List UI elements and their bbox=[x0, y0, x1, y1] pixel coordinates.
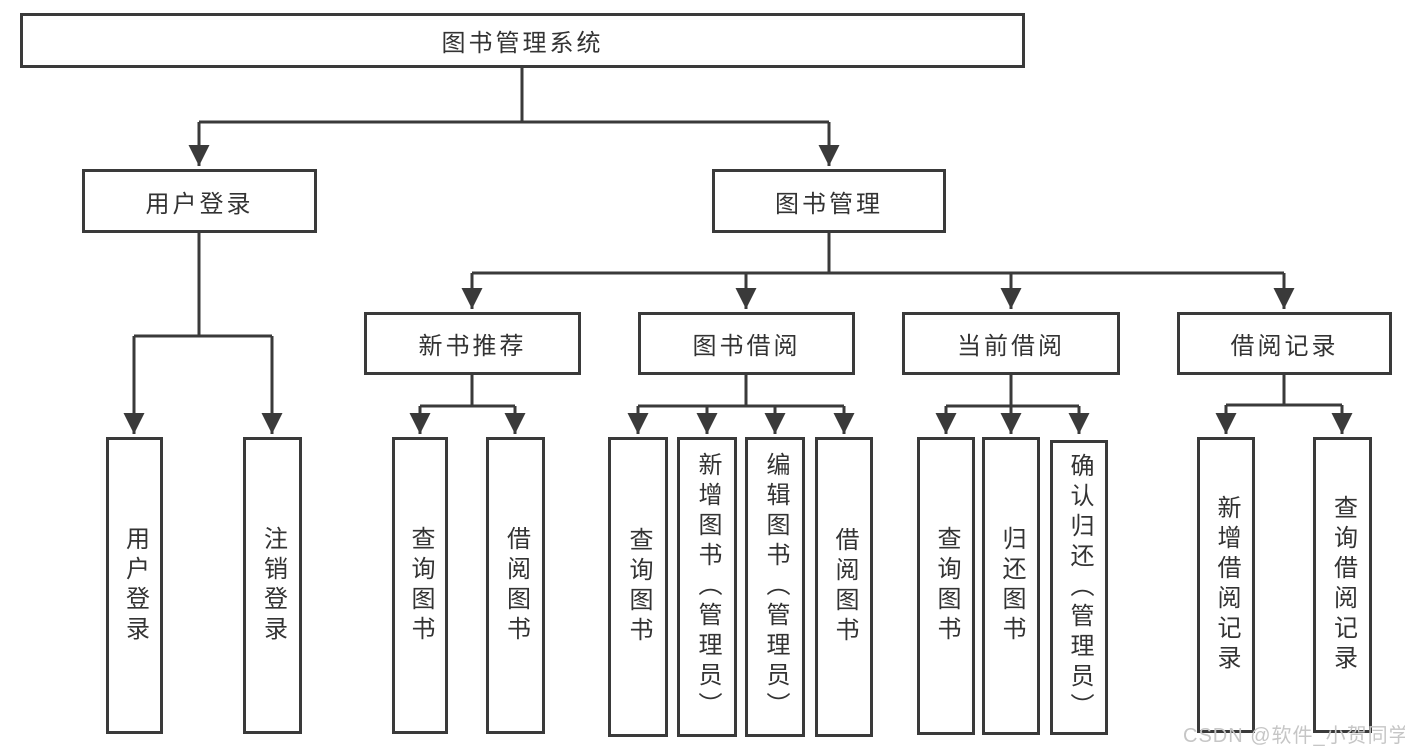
leaf-records-query-record-label: 查询借阅记录 bbox=[1329, 495, 1357, 675]
leaf-borrow-borrow-books-label: 借阅图书 bbox=[831, 527, 858, 647]
node-borrowing-records: 借阅记录 bbox=[1177, 312, 1392, 375]
node-new-book-recommend: 新书推荐 bbox=[364, 312, 581, 375]
leaf-current-return-books-label: 归还图书 bbox=[998, 526, 1025, 646]
leaf-current-query-books-label: 查询图书 bbox=[933, 526, 960, 646]
node-current-borrowing-label: 当前借阅 bbox=[957, 333, 1065, 360]
leaf-borrow-borrow-books: 借阅图书 bbox=[815, 437, 873, 737]
node-new-book-recommend-label: 新书推荐 bbox=[418, 333, 527, 360]
leaf-current-query-books: 查询图书 bbox=[917, 437, 975, 735]
node-user-login: 用户登录 bbox=[82, 169, 317, 233]
leaf-logout-label: 注销登录 bbox=[259, 525, 287, 646]
node-library-system-label: 图书管理系统 bbox=[441, 30, 604, 57]
leaf-current-return-books: 归还图书 bbox=[982, 437, 1040, 735]
leaf-newbook-borrow-books-label: 借阅图书 bbox=[502, 525, 530, 646]
node-book-borrowing-label: 图书借阅 bbox=[692, 333, 801, 360]
node-user-login-label: 用户登录 bbox=[145, 190, 254, 218]
node-book-management: 图书管理 bbox=[712, 169, 946, 233]
leaf-current-confirm-return-admin: 确认归还（管理员） bbox=[1050, 440, 1108, 735]
node-borrowing-records-label: 借阅记录 bbox=[1230, 333, 1339, 360]
leaf-user-login: 用户登录 bbox=[106, 437, 163, 734]
leaf-current-confirm-return-admin-label: 确认归还（管理员） bbox=[1066, 452, 1093, 723]
leaf-user-login-label: 用户登录 bbox=[121, 525, 149, 646]
leaf-records-add-record: 新增借阅记录 bbox=[1197, 437, 1255, 733]
leaf-newbook-query-books-label: 查询图书 bbox=[407, 525, 434, 646]
node-library-system: 图书管理系统 bbox=[20, 13, 1025, 68]
leaf-borrow-add-books-admin-label: 新增图书（管理员） bbox=[694, 452, 721, 722]
node-book-management-label: 图书管理 bbox=[775, 190, 883, 218]
leaf-borrow-edit-books-admin: 编辑图书（管理员） bbox=[745, 437, 805, 737]
leaf-newbook-query-books: 查询图书 bbox=[392, 437, 448, 734]
leaf-logout: 注销登录 bbox=[243, 437, 302, 734]
leaf-borrow-edit-books-admin-label: 编辑图书（管理员） bbox=[762, 452, 789, 722]
leaf-borrow-add-books-admin: 新增图书（管理员） bbox=[677, 437, 737, 737]
leaf-records-add-record-label: 新增借阅记录 bbox=[1213, 495, 1240, 675]
node-current-borrowing: 当前借阅 bbox=[902, 312, 1120, 375]
leaf-newbook-borrow-books: 借阅图书 bbox=[486, 437, 545, 734]
leaf-borrow-query-books-label: 查询图书 bbox=[625, 527, 652, 647]
node-book-borrowing: 图书借阅 bbox=[638, 312, 855, 375]
leaf-records-query-record: 查询借阅记录 bbox=[1313, 437, 1372, 733]
csdn-watermark: CSDN @软件_小贺同学 bbox=[1183, 725, 1405, 747]
leaf-borrow-query-books: 查询图书 bbox=[608, 437, 668, 737]
